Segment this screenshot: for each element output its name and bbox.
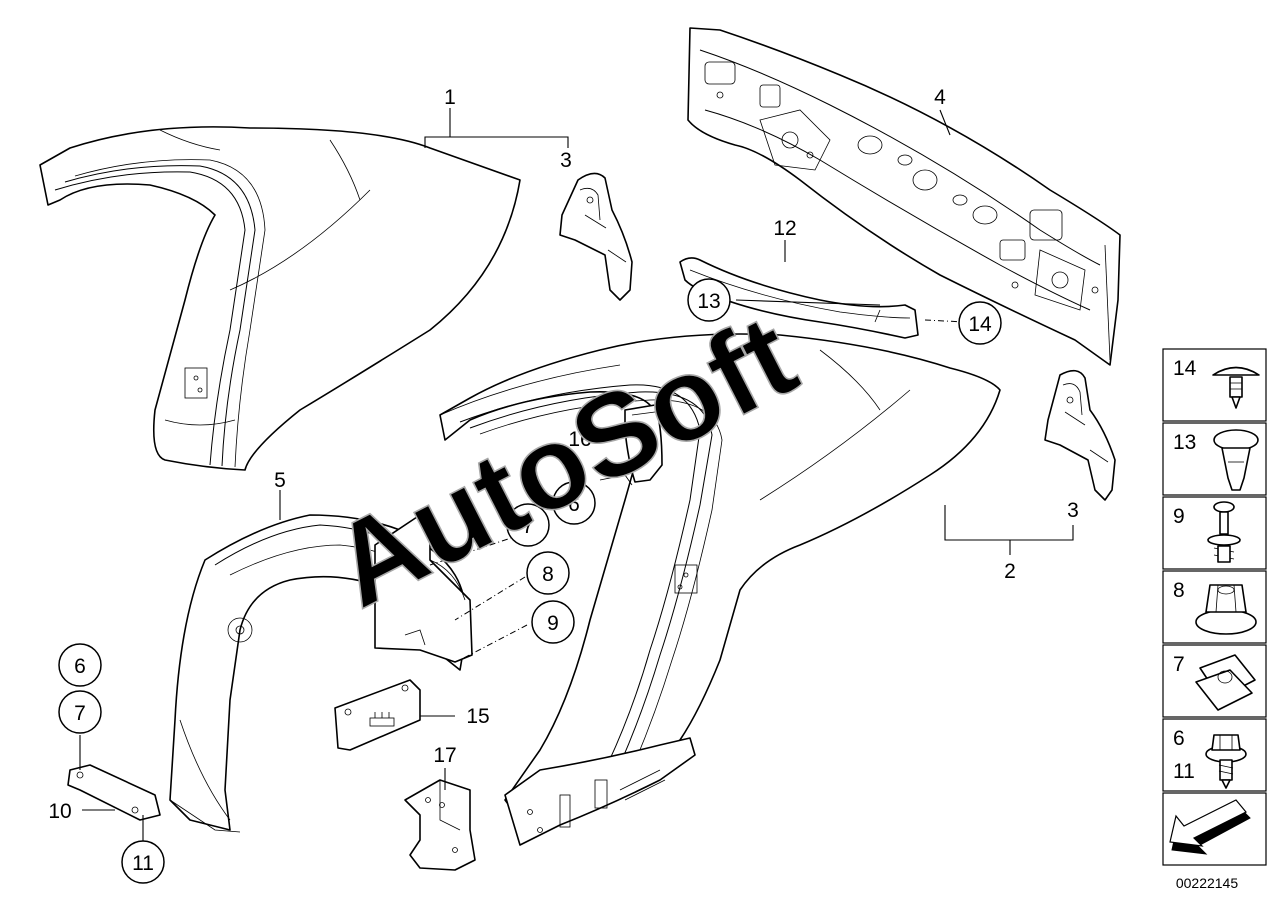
svg-text:14: 14: [1173, 357, 1197, 380]
svg-text:7: 7: [1173, 653, 1185, 676]
callout-7-lower: 7: [58, 690, 102, 734]
callout-13: 13: [687, 278, 731, 322]
label-4: 4: [934, 86, 946, 109]
svg-text:11: 11: [1173, 760, 1195, 783]
label-10: 10: [48, 800, 71, 823]
svg-text:6: 6: [1173, 727, 1185, 750]
legend-item-14: 14: [1162, 348, 1267, 422]
label-16: 16: [568, 428, 591, 451]
callout-6-lower: 6: [58, 643, 102, 687]
diagram-id: 00222145: [1176, 875, 1239, 891]
svg-text:8: 8: [542, 563, 554, 586]
label-15: 15: [466, 705, 489, 728]
fastener-legend: 14 13 9 8: [1162, 348, 1267, 866]
label-2: 2: [1004, 560, 1016, 583]
part-3-bracket-upper: [559, 172, 633, 301]
label-3-upper: 3: [560, 149, 572, 172]
legend-item-7: 7: [1162, 644, 1267, 718]
callout-9: 9: [531, 600, 575, 644]
svg-text:6: 6: [568, 493, 580, 516]
part-5-wheel-arch: [169, 514, 473, 833]
label-5: 5: [274, 469, 286, 492]
part-15-plate: [334, 679, 421, 751]
svg-text:9: 9: [547, 612, 559, 635]
label-3-lower: 3: [1067, 499, 1079, 522]
part-3-bracket-lower: [1044, 369, 1116, 501]
label-17: 17: [433, 744, 456, 767]
svg-text:14: 14: [968, 313, 992, 336]
callout-6-upper: 6: [552, 481, 596, 525]
circled-callouts: 13 14 6 7 8 9 6 7: [58, 278, 1002, 884]
svg-text:8: 8: [1173, 579, 1185, 602]
svg-text:7: 7: [522, 515, 534, 538]
svg-text:7: 7: [74, 702, 86, 725]
callout-14: 14: [958, 301, 1002, 345]
part-10-plate: [67, 764, 161, 821]
part-4-rear-panel: [687, 27, 1121, 366]
svg-text:11: 11: [132, 852, 154, 875]
part-1-side-panel: [39, 126, 521, 471]
leader-lines: [79, 108, 1074, 842]
callout-7-upper: 7: [506, 503, 550, 547]
legend-item-9: 9: [1162, 496, 1267, 570]
svg-text:9: 9: [1173, 505, 1185, 528]
label-12: 12: [773, 217, 796, 240]
callout-11: 11: [121, 840, 165, 884]
legend-item-6-11: 6 11: [1162, 718, 1267, 792]
plain-labels: 1 3 4 12 16 3 2 5 15 17 10: [48, 86, 1079, 823]
svg-text:13: 13: [697, 290, 720, 313]
part-17-bracket: [404, 779, 476, 871]
legend-arrow-box: [1162, 792, 1267, 866]
legend-item-13: 13: [1162, 422, 1267, 496]
label-1: 1: [444, 86, 456, 109]
svg-text:6: 6: [74, 655, 86, 678]
legend-item-8: 8: [1162, 570, 1267, 644]
part-16-bracket: [599, 404, 663, 486]
callout-8: 8: [526, 551, 570, 595]
svg-text:13: 13: [1173, 431, 1196, 454]
